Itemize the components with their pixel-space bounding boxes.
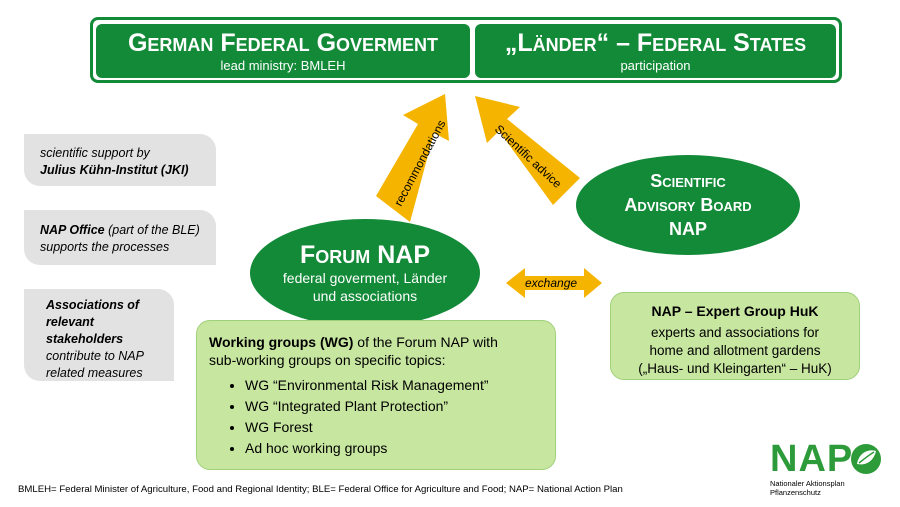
leaf-icon — [851, 444, 882, 474]
federal-government-subtitle: lead ministry: BMLEH — [220, 58, 346, 73]
recommendations-arrow — [376, 94, 449, 222]
working-groups-list: WG “Environmental Risk Management” WG “I… — [209, 375, 545, 459]
exchange-label: exchange — [525, 276, 577, 290]
board-line2: Advisory Board — [624, 195, 752, 215]
federal-states-subtitle: participation — [620, 58, 691, 73]
board-line3: NAP — [668, 219, 707, 239]
federal-government-box: German Federal Goverment lead ministry: … — [96, 24, 470, 78]
federal-government-title: German Federal Goverment — [127, 29, 439, 57]
nap-logo: NAP Nationaler Aktionsplan Pflanzenschut… — [770, 440, 890, 497]
nap-office-note-line2: supports the processes — [40, 240, 170, 254]
federal-states-box: „Länder“ – Federal States participation — [475, 24, 836, 78]
associations-note-line3: stakeholders — [46, 332, 124, 346]
expert-group-panel: NAP – Expert Group HuK experts and assoc… — [610, 292, 860, 380]
nap-office-note: NAP Office (part of the BLE) supports th… — [24, 210, 216, 265]
working-groups-intro: of the Forum NAP with — [353, 334, 498, 350]
expert-group-line1: experts and associations for — [650, 325, 820, 340]
scientific-advice-arrow — [475, 96, 580, 205]
scientific-advisory-board-ellipse: Scientific Advisory Board NAP — [576, 155, 800, 255]
associations-note-line1: Associations of — [46, 298, 140, 312]
list-item: WG “Environmental Risk Management” — [245, 375, 545, 396]
working-groups-intro-line2: sub-working groups on specific topics: — [209, 352, 446, 368]
associations-note-line2: relevant — [46, 315, 94, 329]
exchange-arrow — [506, 268, 602, 298]
federal-states-title: „Länder“ – Federal States — [504, 29, 807, 57]
jki-note-line2: Julius Kühn-Institut (JKI) — [40, 163, 189, 177]
list-item: WG Forest — [245, 417, 545, 438]
scientific-advice-label: Scientific advice — [492, 122, 565, 191]
nap-office-note-bold: NAP Office — [40, 223, 105, 237]
nap-office-note-rest: (part of the BLE) — [104, 223, 200, 237]
expert-group-line3: („Haus- und Kleingarten“ – HuK) — [638, 361, 832, 376]
expert-group-line2: home and allotment gardens — [649, 343, 821, 358]
footnote: BMLEH= Federal Minister of Agriculture, … — [18, 484, 623, 495]
forum-nap-title: Forum NAP — [300, 241, 430, 269]
nap-logo-line1: Nationaler Aktionsplan — [770, 479, 845, 488]
associations-note: Associations of relevant stakeholders co… — [24, 289, 174, 381]
working-groups-panel: Working groups (WG) of the Forum NAP wit… — [196, 320, 556, 470]
jki-note-line1: scientific support by — [40, 146, 150, 160]
list-item: WG “Integrated Plant Protection” — [245, 396, 545, 417]
expert-group-title: NAP – Expert Group HuK — [651, 303, 819, 319]
nap-logo-wordmark: NAP — [770, 438, 854, 480]
jki-note: scientific support by Julius Kühn-Instit… — [24, 134, 216, 186]
forum-nap-ellipse: Forum NAP federal goverment, Länder und … — [250, 219, 480, 327]
associations-note-line4: contribute to NAP — [46, 349, 144, 363]
working-groups-title: Working groups (WG) — [209, 334, 354, 350]
forum-nap-line2: und associations — [312, 288, 418, 304]
forum-nap-line1: federal goverment, Länder — [282, 270, 448, 286]
nap-logo-line2: Pflanzenschutz — [770, 488, 821, 497]
associations-note-line5: related measures — [46, 366, 143, 380]
list-item: Ad hoc working groups — [245, 438, 545, 459]
board-line1: Scientific — [650, 171, 726, 191]
